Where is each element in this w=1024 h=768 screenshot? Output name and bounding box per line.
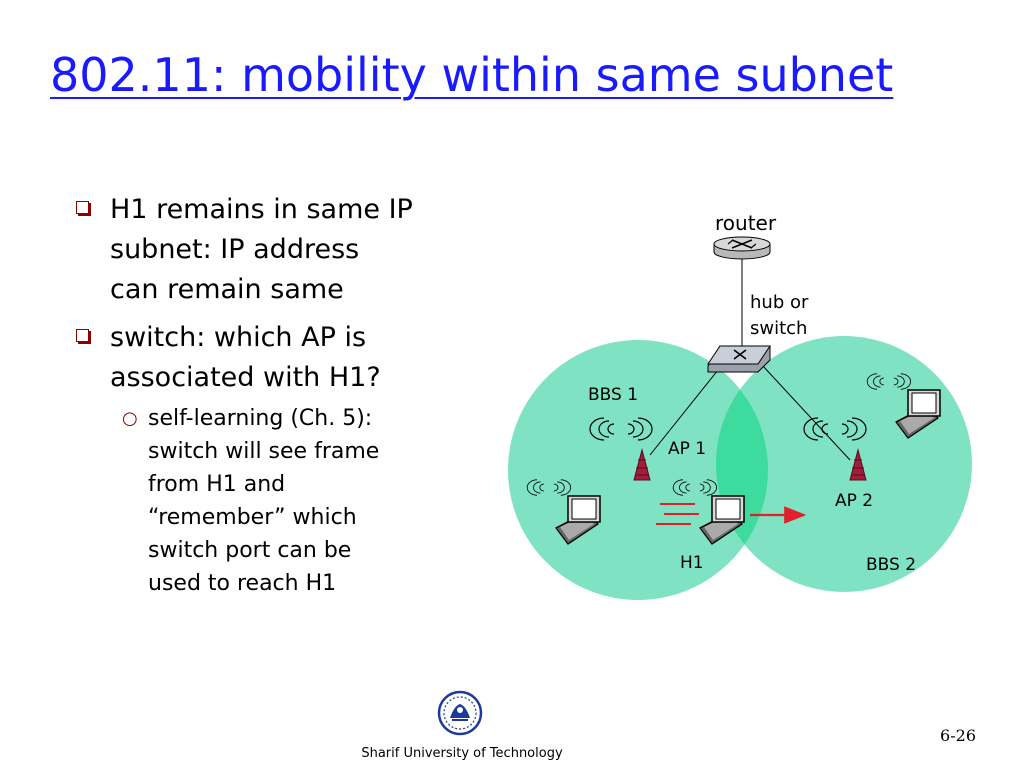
circle-bullet-icon: ○ <box>122 408 138 429</box>
bbs1-label: BBS 1 <box>588 385 638 405</box>
institution-name: Sharif University of Technology <box>361 746 563 761</box>
switch-label-line1: hub or <box>750 292 809 313</box>
motion-lines <box>656 503 699 525</box>
ap1-label: AP 1 <box>668 439 706 459</box>
slide-title: 802.11: mobility within same subnet <box>50 48 894 102</box>
ap2-label: AP 2 <box>835 491 873 511</box>
switch-icon <box>707 345 771 373</box>
checkbox-bullet-icon <box>76 201 89 214</box>
sub-bullet-item: ○ self-learning (Ch. 5): switch will see… <box>110 402 492 600</box>
bbs2-label: BBS 2 <box>866 555 916 575</box>
checkbox-bullet-icon <box>76 329 89 342</box>
footer: Sharif University of Technology <box>0 746 1024 761</box>
switch-ap2-link <box>761 364 851 461</box>
bullet-list: H1 remains in same IP subnet: IP address… <box>72 190 492 608</box>
university-logo <box>437 690 483 736</box>
switch-ap1-link <box>649 364 723 456</box>
h1-label: H1 <box>680 553 704 573</box>
switch-label-line2: switch <box>750 318 807 339</box>
bullet-item: switch: which AP is associated with H1? … <box>72 318 492 600</box>
router-label: router <box>715 211 777 235</box>
router-icon <box>713 236 771 260</box>
bullet-item: H1 remains in same IP subnet: IP address… <box>72 190 492 310</box>
page-number: 6-26 <box>940 726 976 745</box>
